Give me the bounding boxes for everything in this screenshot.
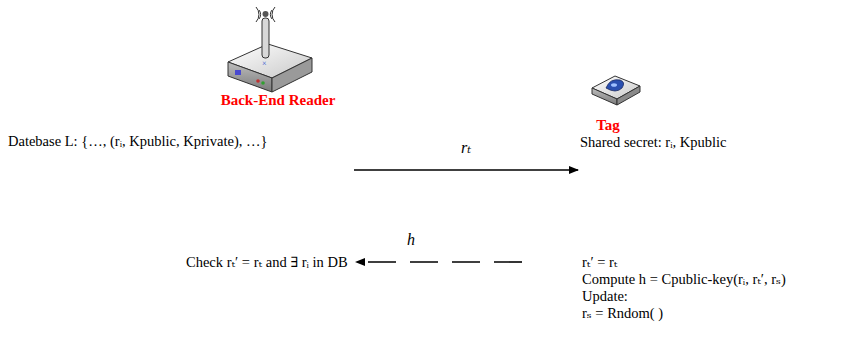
protocol-text: Compute h = Cpublic-key(rᵢ, rₜ′, rₛ) <box>582 271 786 288</box>
protocol-text: rₜ′ = rₜ <box>582 254 617 271</box>
message-label: h <box>404 231 418 249</box>
protocol-text: Shared secret: rᵢ, Kpublic <box>580 134 727 151</box>
protocol-text: Datebase L: {…, (rᵢ, Kpublic, Kprivate),… <box>8 133 268 150</box>
tag-icon <box>592 76 640 105</box>
protocol-text: rₛ = Rndom( ) <box>582 305 663 322</box>
dashed-message-arrow <box>356 261 522 263</box>
device-title: Back-End Reader <box>221 92 336 109</box>
message-arrow <box>354 169 578 171</box>
protocol-text: Check rₜ′ = rₜ and ∃ rᵢ in DB <box>186 254 348 271</box>
protocol-text: Update: <box>582 288 628 305</box>
device-node: TagShared secret: rᵢ, Kpublic rₜ′ = rₜCom… <box>578 60 850 340</box>
device-title: Tag <box>596 117 620 134</box>
svg-text:×: × <box>262 59 267 68</box>
device-node: Back-End ReaderDatebase L: {…, (rᵢ, Kpub… <box>0 0 352 342</box>
reader-icon: × <box>228 7 312 92</box>
message-label: rₜ <box>458 139 474 157</box>
